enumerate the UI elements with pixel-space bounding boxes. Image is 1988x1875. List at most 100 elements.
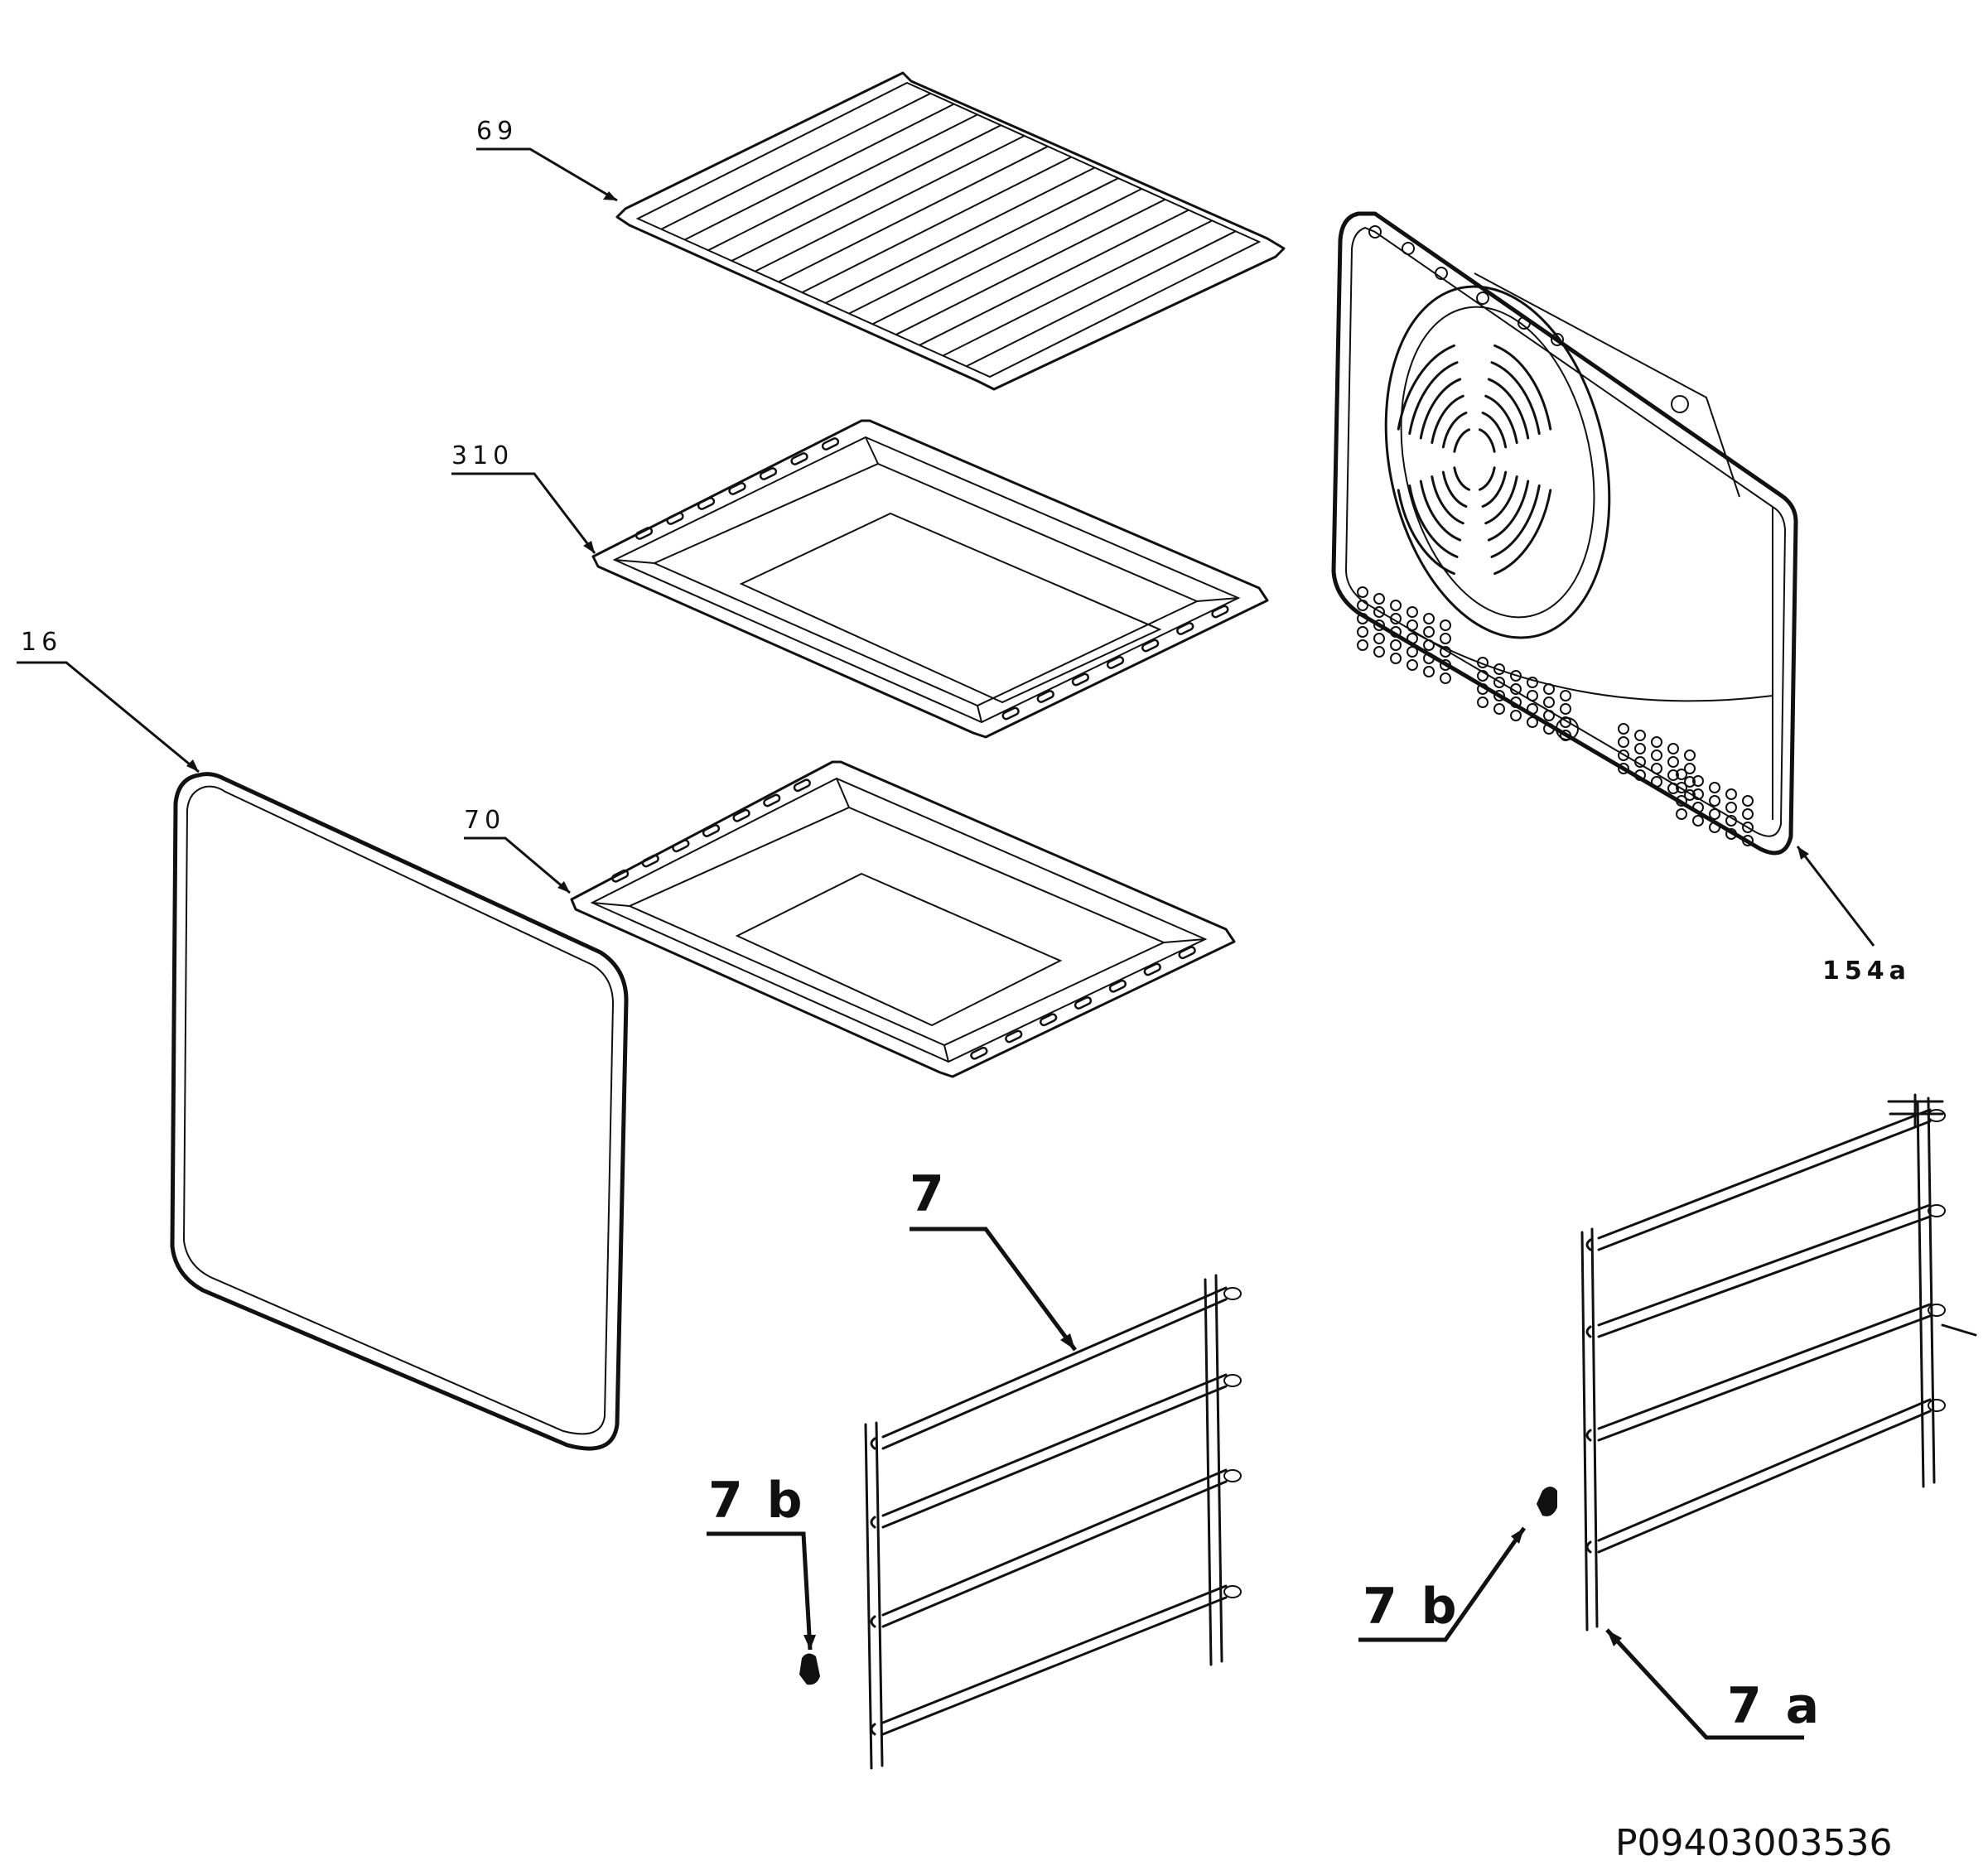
vent-hole [1407, 646, 1418, 658]
vent-hole [1692, 788, 1704, 800]
support-rail [1597, 1303, 1932, 1442]
vent-hole [1692, 775, 1704, 787]
vent-hole [1357, 600, 1368, 611]
rail-hook [870, 1723, 876, 1736]
tray-slot [970, 1046, 988, 1060]
vent-hole [1493, 703, 1505, 715]
tray-slot [1141, 639, 1160, 653]
support-clip-left-7b [799, 1653, 820, 1685]
rear-panel-154a [1331, 211, 1798, 856]
vent-hole [1493, 663, 1505, 675]
drawing-code: P09403003536 [1615, 1822, 1892, 1864]
vent-hole [1518, 316, 1531, 330]
vent-hole [1423, 613, 1435, 624]
rail-end [1928, 1204, 1946, 1217]
support-rail [1597, 1203, 1932, 1338]
vent-hole [1618, 763, 1629, 774]
vent-hole [1440, 672, 1451, 684]
fan-vent-arc [1481, 470, 1508, 509]
tray-slot [611, 869, 630, 883]
tray-slot [1106, 656, 1125, 669]
vent-hole [1560, 690, 1571, 701]
fan-vent-arc [1441, 470, 1468, 509]
fan-vent-arc [1487, 378, 1530, 440]
tray-slot [821, 437, 840, 451]
grid-bar [825, 166, 1096, 304]
grid-bar [660, 92, 931, 230]
support-clip-right-7b [1537, 1487, 1557, 1516]
fan-vent-arc [1481, 411, 1508, 449]
vent-hole [1560, 703, 1571, 715]
tray-slot [702, 824, 721, 837]
vent-hole [1692, 815, 1704, 827]
vent-hole [1476, 292, 1489, 305]
vent-hole [1618, 723, 1629, 735]
tray-slot [759, 467, 778, 480]
vent-hole [1407, 659, 1418, 671]
grid-bar [895, 198, 1166, 335]
vent-hole [1477, 670, 1489, 682]
shelf-support-7a [1580, 1093, 1977, 1632]
vent-hole [1357, 613, 1368, 624]
label-16: 16 [21, 628, 62, 657]
vent-hole [1709, 822, 1720, 833]
vent-hole [1423, 666, 1435, 677]
support-rail [881, 1286, 1228, 1450]
grid-bar [684, 103, 955, 241]
label-7b-left: 7 b [708, 1472, 806, 1530]
fan-vent-arc [1397, 344, 1455, 431]
vent-hole [1634, 743, 1646, 754]
tray-slot [1211, 605, 1229, 619]
vent-hole [1634, 769, 1646, 781]
vent-hole [1493, 677, 1505, 688]
vent-hole [1684, 763, 1696, 774]
rail-end [1223, 1374, 1242, 1387]
vent-hole [1423, 639, 1435, 651]
rail-hook [870, 1516, 876, 1529]
vent-hole [1373, 646, 1385, 658]
vent-hole [1725, 788, 1737, 800]
vent-hole [1423, 626, 1435, 638]
vent-hole [1407, 606, 1418, 618]
label-69: 69 [476, 117, 518, 146]
vent-hole [1510, 710, 1522, 721]
label-7: 7 [910, 1165, 948, 1223]
grid-bar [755, 135, 1025, 272]
rail-hook [870, 1437, 876, 1450]
tray-slot [763, 793, 781, 807]
label-69-callout: 69 [476, 117, 618, 202]
tray-slot [697, 497, 716, 510]
vent-hole [1527, 690, 1538, 701]
fan-vent-arc [1487, 480, 1530, 542]
tray-slot [1039, 1013, 1058, 1027]
vent-hole [1725, 815, 1737, 827]
fan-vent-arc [1490, 484, 1541, 558]
vent-hole [1440, 619, 1451, 631]
vent-hole [1493, 690, 1505, 701]
fan-vent-arc [1408, 361, 1459, 436]
rail-hook [1585, 1429, 1592, 1442]
tray-slot [1074, 996, 1093, 1010]
vent-hole [1407, 619, 1418, 631]
fan-vent-arc [1453, 428, 1471, 453]
label-7-callout: 7 [910, 1165, 1078, 1352]
vent-hole [1543, 696, 1555, 708]
vent-hole [1742, 808, 1754, 820]
vent-hole [1527, 703, 1538, 715]
fan-vent-arc [1397, 489, 1455, 576]
vent-hole [1543, 723, 1555, 735]
vent-hole [1742, 822, 1754, 833]
rail-end [1928, 1109, 1946, 1122]
fan-vent-arc [1490, 361, 1541, 436]
rail-end [1223, 1585, 1242, 1598]
shelf-support-7 [864, 1274, 1242, 1770]
vent-hole [1676, 769, 1687, 780]
grid-bar [731, 124, 1001, 262]
fan-vent-arc [1441, 411, 1468, 449]
vent-hole [1634, 730, 1646, 741]
vent-hole [1671, 395, 1689, 413]
vent-hole [1651, 736, 1662, 748]
vent-hole [1440, 633, 1451, 644]
grid-bar [778, 145, 1049, 283]
